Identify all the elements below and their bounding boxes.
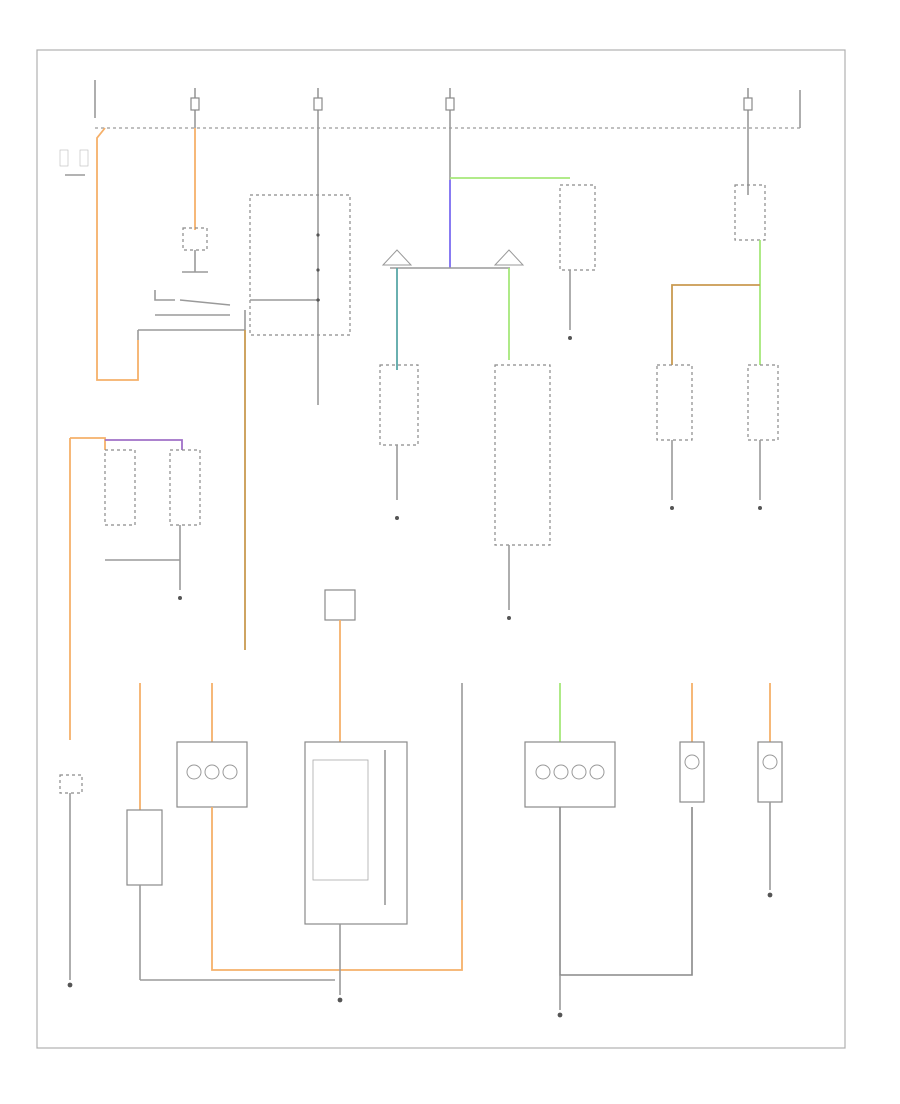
switch-1 [182,227,208,251]
connector-right-1 [656,364,693,441]
wire-orange-mid-left [70,437,106,450]
fuse-1 [190,88,200,128]
fuse-3 [445,88,455,128]
connector-right-2 [747,364,779,441]
wire-tan [671,284,760,365]
wire-orange-bottom [211,807,463,971]
switch-right [734,184,766,241]
wire-dark-bottom [559,807,693,976]
component-lower-1 [126,809,163,886]
switch-2 [154,290,231,306]
cluster-connector-1 [379,364,419,446]
component-lower-6 [679,741,705,803]
headlamp-switch [249,194,351,336]
wire-violet [105,439,183,450]
component-lower-5 [524,741,616,808]
ground-left [67,982,73,988]
fuse-2 [313,88,323,128]
fuse-4 [743,88,753,128]
component-lower-2 [176,741,248,808]
ground-lower-right [557,1012,563,1018]
wire-orange-left [96,127,139,381]
connector-left-2 [169,449,201,526]
diagram-frame [36,49,846,1049]
component-lower-7 [757,741,783,803]
component-lower-center [304,741,408,925]
ground-far-right [767,892,773,898]
connector-left-1 [104,449,136,526]
connector-top-right [559,184,596,271]
ground-center [337,997,343,1003]
cluster-connector-2 [494,364,551,546]
